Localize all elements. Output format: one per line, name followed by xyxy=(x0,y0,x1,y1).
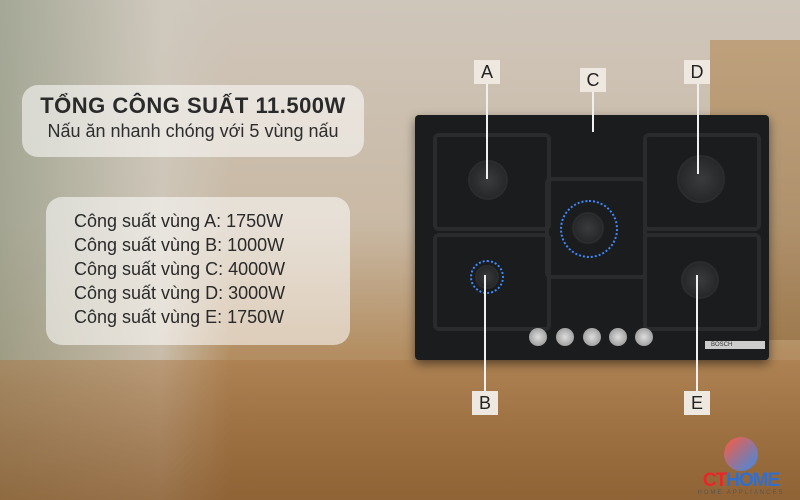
flame-ring-c xyxy=(560,200,618,258)
pointer-line-c xyxy=(592,92,594,132)
pointer-line-e xyxy=(696,275,698,391)
zone-label-c: C xyxy=(580,68,606,92)
zone-power-panel: Công suất vùng A: 1750W Công suất vùng B… xyxy=(46,197,350,345)
burner-c xyxy=(572,212,604,244)
pointer-line-d xyxy=(697,84,699,174)
pointer-line-a xyxy=(486,84,488,179)
zone-power-item: Công suất vùng D: 3000W xyxy=(74,283,286,303)
zone-label-a: A xyxy=(474,60,500,84)
burner-d xyxy=(677,155,725,203)
control-knob[interactable] xyxy=(609,328,627,346)
logo-home: HOME xyxy=(726,470,780,491)
gas-cooktop: BOSCH xyxy=(415,115,769,360)
headline-title: TỔNG CÔNG SUẤT 11.500W xyxy=(40,93,346,118)
zone-power-item: Công suất vùng A: 1750W xyxy=(74,211,284,231)
logo-ct: CT xyxy=(702,470,727,491)
control-knob[interactable] xyxy=(635,328,653,346)
logo-sub: HOME APPLIANCES xyxy=(697,490,785,496)
control-knob[interactable] xyxy=(583,328,601,346)
zone-power-item: Công suất vùng B: 1000W xyxy=(74,235,285,255)
grate xyxy=(643,133,761,231)
burner-a xyxy=(468,160,508,200)
zone-label-d: D xyxy=(684,60,710,84)
house-logo-icon xyxy=(724,437,758,471)
headline-panel: TỔNG CÔNG SUẤT 11.500W Nấu ăn nhanh chón… xyxy=(22,85,364,157)
flame-ring-b xyxy=(470,260,504,294)
brand-plate: BOSCH xyxy=(705,341,765,349)
control-knob[interactable] xyxy=(529,328,547,346)
grate xyxy=(433,233,551,331)
background-floor xyxy=(0,360,800,500)
control-knob[interactable] xyxy=(556,328,574,346)
burner-e xyxy=(681,261,719,299)
zone-power-item: Công suất vùng E: 1750W xyxy=(74,307,285,327)
zone-power-item: Công suất vùng C: 4000W xyxy=(74,259,286,279)
burner-b xyxy=(475,265,499,289)
zone-label-e: E xyxy=(684,391,710,415)
grate xyxy=(643,233,761,331)
cthome-logo: CTHOME HOME APPLIANCES xyxy=(688,437,794,496)
pointer-line-b xyxy=(484,275,486,391)
headline-subtitle: Nấu ăn nhanh chóng với 5 vùng nấu xyxy=(47,121,339,141)
zone-label-b: B xyxy=(472,391,498,415)
